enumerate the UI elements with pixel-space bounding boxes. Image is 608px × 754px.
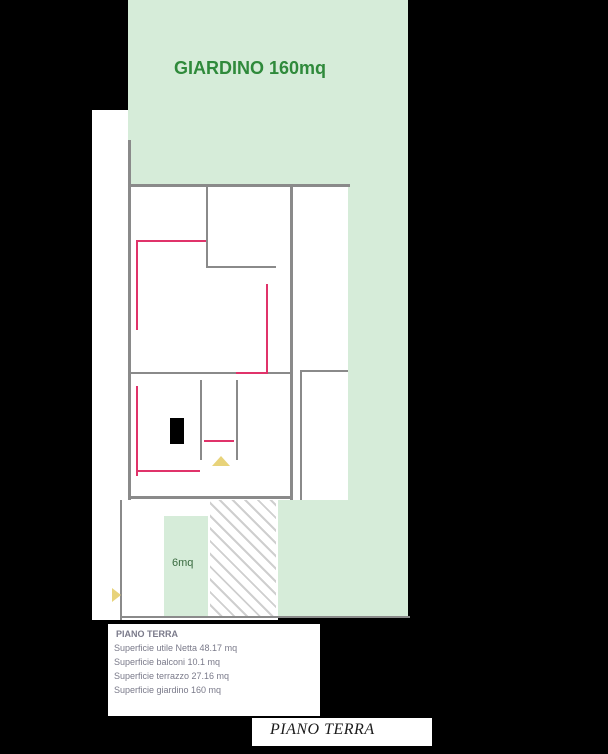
wall-right-block-2 [300,370,302,500]
legend-heading: PIANO TERRA [116,629,179,639]
dimension-line [136,240,206,242]
dimension-line [236,372,268,374]
legend-line-3: Superficie terrazzo 27.16 mq [114,671,230,681]
legend-line-2: Superficie balconi 10.1 mq [114,657,221,667]
wall-internal-3 [206,266,276,268]
dimension-line [136,470,200,472]
garden-area-side [348,186,408,616]
dimension-line [136,240,138,330]
garden-label: GIARDINO 160mq [174,58,327,78]
wall-internal-2 [206,186,208,266]
left-strip [92,110,128,620]
legend-line-1: Superficie utile Netta 48.17 mq [114,643,238,653]
wall-internal-4 [200,380,202,460]
legend-box: PIANO TERRA Superficie utile Netta 48.17… [108,624,320,716]
wall-ext-west [120,500,122,620]
terrace-hatch [210,500,276,616]
wall-south [128,496,293,499]
wall-right-block [300,370,348,372]
title-banner [252,718,432,746]
small-garden [164,516,208,616]
wall-west [128,140,131,500]
small-garden-label: 6mq [172,557,194,569]
plan-title: PIANO TERRA [270,721,375,738]
dimension-line [266,284,268,374]
entrance-marker-icon [212,456,230,466]
wall-east [290,186,293,500]
wall-north [128,184,350,187]
dimension-line [136,386,138,476]
garden-area [128,0,408,186]
dimension-line [204,440,234,442]
stairs-symbol [170,418,184,444]
entrance-marker-icon-3 [112,588,121,602]
wall-internal-1 [128,372,290,374]
garden-area-bottom [278,500,348,616]
wall-internal-5 [236,380,238,460]
building-footprint [128,186,348,500]
wall-bottom [120,616,410,618]
legend-line-4: Superficie giardino 160 mq [114,685,222,695]
